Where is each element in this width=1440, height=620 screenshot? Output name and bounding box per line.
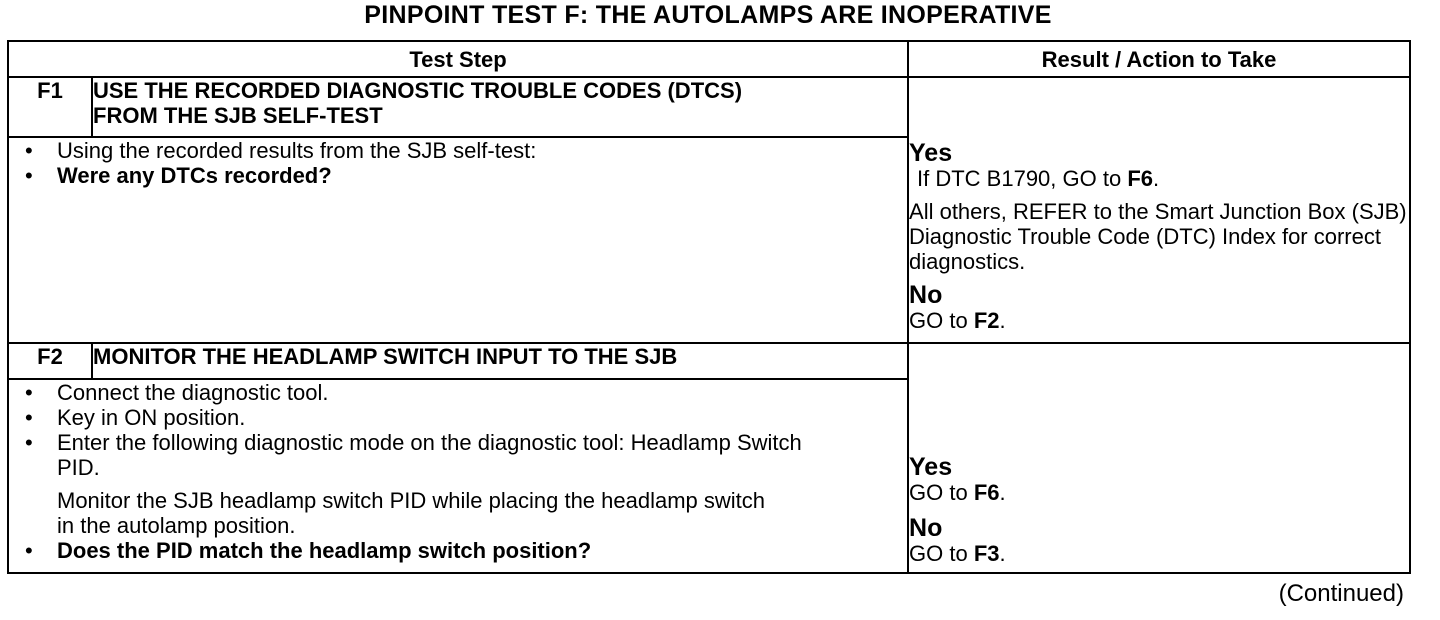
f2-yes-ref: F6 xyxy=(973,480,1000,505)
f2-bullet-3: Enter the following diagnostic mode on t… xyxy=(57,430,802,480)
f2-bullet-2: Key in ON position. xyxy=(57,405,246,430)
f2-yes-label: Yes xyxy=(909,453,953,481)
page-title: PINPOINT TEST F: THE AUTOLAMPS ARE INOPE… xyxy=(364,1,1052,29)
step-f1-heading-line1: USE THE RECORDED DIAGNOSTIC TROUBLE CODE… xyxy=(93,78,743,103)
f1-bullet-2: Were any DTCs recorded? xyxy=(57,163,332,188)
step-f2-result: Yes GO to F6. No GO to F3. xyxy=(907,342,1412,574)
f1-bullet-1: Using the recorded results from the SJB … xyxy=(57,138,537,163)
f2-no-action-text: GO to xyxy=(909,541,974,566)
step-f1-result: Yes If DTC B1790, GO to F6. All others, … xyxy=(907,76,1412,344)
list-item: •Connect the diagnostic tool. xyxy=(25,380,329,405)
f1-yes-action: If DTC B1790, GO to F6. xyxy=(917,166,1160,191)
step-id-f2: F2 xyxy=(7,342,93,380)
header-test-step: Test Step xyxy=(6,40,910,78)
f2-bullet-1: Connect the diagnostic tool. xyxy=(57,380,329,405)
f1-no-label: No xyxy=(909,281,943,309)
list-item: •Does the PID match the headlamp switch … xyxy=(25,538,592,563)
continued-label: (Continued) xyxy=(1278,580,1404,607)
list-item: •Were any DTCs recorded? xyxy=(25,163,332,188)
f1-yes-label: Yes xyxy=(909,139,953,167)
list-item: •Using the recorded results from the SJB… xyxy=(25,138,537,163)
step-f2-heading-line1: MONITOR THE HEADLAMP SWITCH INPUT TO THE… xyxy=(93,344,678,369)
step-f1-heading-line2: FROM THE SJB SELF-TEST xyxy=(93,103,383,128)
f2-no-action: GO to F3. xyxy=(909,541,1006,566)
f2-final-question: Does the PID match the headlamp switch p… xyxy=(57,538,592,563)
step-f1-heading-row: F1 USE THE RECORDED DIAGNOSTIC TROUBLE C… xyxy=(7,76,1412,344)
f1-no-ref: F2 xyxy=(973,308,1000,333)
f2-yes-action: GO to F6. xyxy=(909,480,1006,505)
step-id-f1: F1 xyxy=(7,76,93,138)
f1-yes-ref: F6 xyxy=(1127,166,1154,191)
f2-no-label: No xyxy=(909,514,943,542)
f1-no-action-text: GO to xyxy=(909,308,974,333)
pinpoint-test-table: Test Step Result / Action to Take F1 USE… xyxy=(6,40,1412,574)
f2-yes-action-text: GO to xyxy=(909,480,974,505)
step-f1-heading: USE THE RECORDED DIAGNOSTIC TROUBLE CODE… xyxy=(90,76,910,138)
table-header-row: Test Step Result / Action to Take xyxy=(6,40,1412,78)
step-f1-body-row: •Using the recorded results from the SJB… xyxy=(6,136,1410,344)
step-f2-heading-row: F2 MONITOR THE HEADLAMP SWITCH INPUT TO … xyxy=(7,342,1412,574)
step-f2-body: •Connect the diagnostic tool. •Key in ON… xyxy=(6,378,910,574)
f1-yes-refer-text: All others, REFER to the Smart Junction … xyxy=(909,199,1407,274)
list-item: •Key in ON position. xyxy=(25,405,246,430)
header-result-action: Result / Action to Take xyxy=(907,40,1412,78)
f2-monitor-note: Monitor the SJB headlamp switch PID whil… xyxy=(57,488,766,538)
step-f1-body: •Using the recorded results from the SJB… xyxy=(6,136,910,344)
step-f2-heading: MONITOR THE HEADLAMP SWITCH INPUT TO THE… xyxy=(90,342,910,380)
f1-yes-action-text: If DTC B1790, GO to xyxy=(917,166,1128,191)
list-item: •Enter the following diagnostic mode on … xyxy=(25,430,802,480)
f2-no-ref: F3 xyxy=(973,541,1000,566)
step-f2-body-row: •Connect the diagnostic tool. •Key in ON… xyxy=(6,378,1410,574)
f1-no-action: GO to F2. xyxy=(909,308,1006,333)
